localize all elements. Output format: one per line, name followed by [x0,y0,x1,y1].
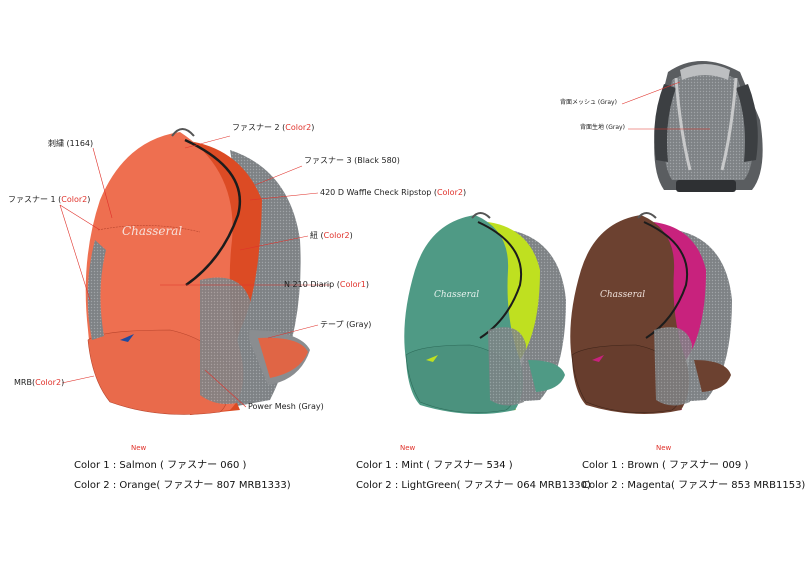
label-back-mesh: 背面メッシュ (Gray) [560,99,617,106]
variant-salmon-color2: Color 2 : Orange( ファスナー 807 MRB1333) [74,480,291,491]
salmon-backpack [85,128,310,415]
callout-mrb: MRB(Color2) [14,378,65,387]
callout-power-mesh: Power Mesh (Gray) [248,402,324,411]
variant-salmon-color1: Color 1 : Salmon ( ファスナー 060 ) [74,460,247,471]
brand-script-salmon: Chasseral [122,224,182,238]
new-badge-salmon: New [131,444,147,452]
callout-cord: 紐 (Color2) [310,231,353,240]
mizuno-logo-icon [120,334,134,342]
brand-script-brown: Chasseral [600,290,645,300]
callout-ripstop: 420 D Waffle Check Ripstop (Color2) [320,188,467,197]
new-badge-brown: New [656,444,672,452]
brown-backpack [570,212,732,414]
variant-mint-color2: Color 2 : LightGreen( ファスナー 064 MRB1330) [356,480,591,491]
mizuno-logo-icon [592,355,604,362]
callout-lines [59,135,330,408]
brand-script-mint: Chasseral [434,290,479,300]
callout-embroidery: 刺繍 (1164) [48,139,94,148]
label-back-fabric: 背面生地 (Gray) [580,124,625,131]
new-badge-mint: New [400,444,416,452]
callout-diarip: N 210 Diarip (Color1) [284,280,369,289]
callout-tape: テープ (Gray) [320,320,372,329]
callout-zipper3: ファスナー 3 (Black 580) [304,156,400,165]
variant-brown-color1: Color 1 : Brown ( ファスナー 009 ) [582,460,749,471]
mizuno-logo-icon [426,355,438,362]
callout-zipper2: ファスナー 2 (Color2) [232,123,315,132]
variant-brown-color2: Color 2 : Magenta( ファスナー 853 MRB1153) [582,480,805,491]
mint-backpack [404,212,566,414]
back-view-backpack [654,61,763,192]
variant-mint-color1: Color 1 : Mint ( ファスナー 534 ) [356,460,513,471]
callout-zipper1: ファスナー 1 (Color2) [8,195,91,204]
